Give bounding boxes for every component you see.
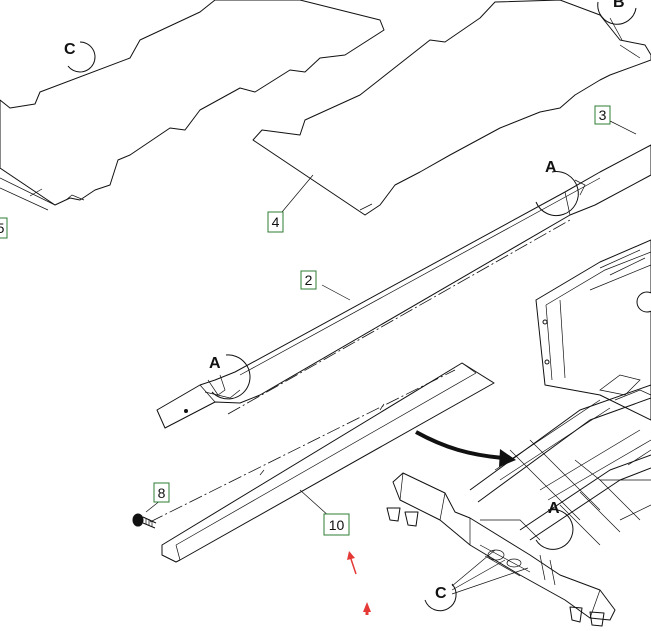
- leader-line-3: [609, 120, 637, 135]
- part-10-angle-strip: [161, 362, 495, 563]
- detail-circle-c-top: C: [64, 41, 96, 73]
- detail-label-a-right: A: [548, 500, 560, 517]
- leader-line-4: [281, 174, 314, 213]
- part-5-cover-panel: [0, 0, 385, 211]
- callout-10-label: 10: [329, 517, 345, 533]
- callout-2-label: 2: [305, 272, 313, 288]
- callout-5-label: 5: [0, 220, 5, 236]
- detail-label-c-top: C: [64, 41, 76, 58]
- callout-10: 10: [323, 513, 350, 536]
- alignment-guide-line-upper: [227, 219, 571, 415]
- callout-2: 2: [300, 270, 317, 290]
- red-arrow-marker-upper: [347, 551, 357, 575]
- callout-8-label: 8: [158, 485, 166, 501]
- detail-circle-a-mid: A: [209, 354, 251, 400]
- insertion-direction-arrow: [415, 430, 516, 467]
- detail-label-c-bottom: C: [435, 585, 447, 602]
- callout-3-label: 3: [599, 107, 607, 123]
- part-4-cover-panel: [252, 0, 651, 216]
- callout-3: 3: [594, 105, 611, 125]
- callout-5: 5: [0, 217, 8, 239]
- detail-circle-a-right: A: [535, 500, 574, 550]
- detail-label-a-top: A: [545, 159, 557, 176]
- leader-line-2: [321, 284, 351, 301]
- red-arrow-marker-lower: [363, 602, 371, 615]
- detail-circle-a-top: A: [535, 159, 579, 217]
- detail-label-a-mid: A: [209, 355, 221, 372]
- detail-circle-c-bottom: C: [424, 549, 529, 612]
- detail-circle-b-top: B: [597, 0, 637, 25]
- part-8-screw: [132, 513, 157, 529]
- callout-4: 4: [267, 211, 284, 233]
- part-2-rail-bracket: [156, 144, 651, 429]
- alignment-guide-line-lower: [149, 369, 456, 523]
- machine-frame-assembly: [386, 239, 651, 627]
- callout-8: 8: [153, 482, 170, 503]
- leader-line-10: [299, 489, 331, 518]
- detail-label-b-top: B: [613, 0, 625, 11]
- callout-4-label: 4: [272, 214, 280, 230]
